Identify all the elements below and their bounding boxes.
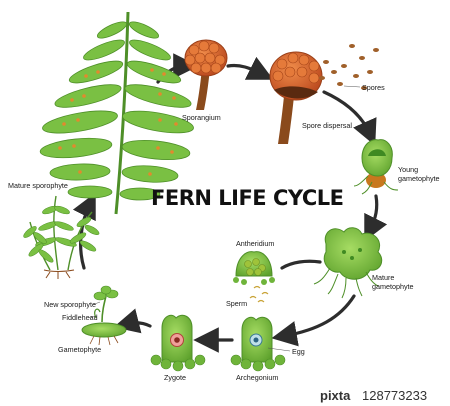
archegonium-illustration (230, 316, 286, 372)
sporophyte-fern-cluster (23, 195, 100, 279)
label-sporangium: Sporangium (182, 113, 221, 122)
zygote-illustration (150, 314, 206, 372)
mature-gametophyte-illustration (313, 227, 383, 299)
arrow-dispersal-to-young-gametophyte (322, 90, 377, 146)
label-sperm: Sperm (226, 299, 247, 308)
label-egg: Egg (292, 347, 305, 356)
label-antheridium: Antheridium (236, 239, 274, 248)
label-mature-gametophyte-line2: gametophyte (372, 282, 414, 291)
young-gametophyte-illustration (353, 139, 399, 195)
arrow-mature-gametophyte-to-antheridium (280, 259, 322, 270)
watermark-brand: pixta (320, 388, 351, 403)
label-fiddlehead: Fiddlehead (62, 313, 98, 322)
label-spore-dispersal: Spore dispersal (302, 121, 352, 130)
diagram-title: FERN LIFE CYCLE (151, 186, 343, 210)
sperm-cells (249, 285, 269, 303)
spore-dispersal-illustration (269, 44, 379, 144)
label-spores: Spores (362, 83, 385, 92)
watermark-id: 128773233 (362, 388, 427, 403)
arrow-young-to-mature-gametophyte (364, 194, 388, 242)
arrow-zygote-to-gametophyte (113, 308, 152, 334)
spores-dots (319, 44, 379, 90)
watermark-canvas: pixta 128773233 (320, 388, 427, 403)
sporangium-illustration (184, 39, 228, 110)
label-young-gametophyte-line2: gametophyte (398, 174, 440, 183)
label-mature-gametophyte-line1: Mature (372, 273, 394, 282)
new-sporophyte-illustration (81, 285, 127, 346)
arrow-mature-gametophyte-to-archegonium (271, 294, 356, 347)
label-archegonium: Archegonium (236, 373, 278, 382)
label-young-gametophyte-line1: Young (398, 165, 418, 174)
label-new-sporophyte: New sporophyte (44, 300, 96, 309)
mature-sporophyte-fern-frond (39, 11, 194, 215)
arrow-sporangium-to-dispersal (226, 56, 274, 80)
antheridium-illustration (233, 251, 275, 303)
label-mature-sporophyte: Mature sporophyte (8, 181, 68, 190)
label-zygote: Zygote (164, 373, 186, 382)
watermark-bar: pixta 128773233 (0, 384, 450, 406)
label-gametophyte: Gametophyte (58, 345, 101, 354)
